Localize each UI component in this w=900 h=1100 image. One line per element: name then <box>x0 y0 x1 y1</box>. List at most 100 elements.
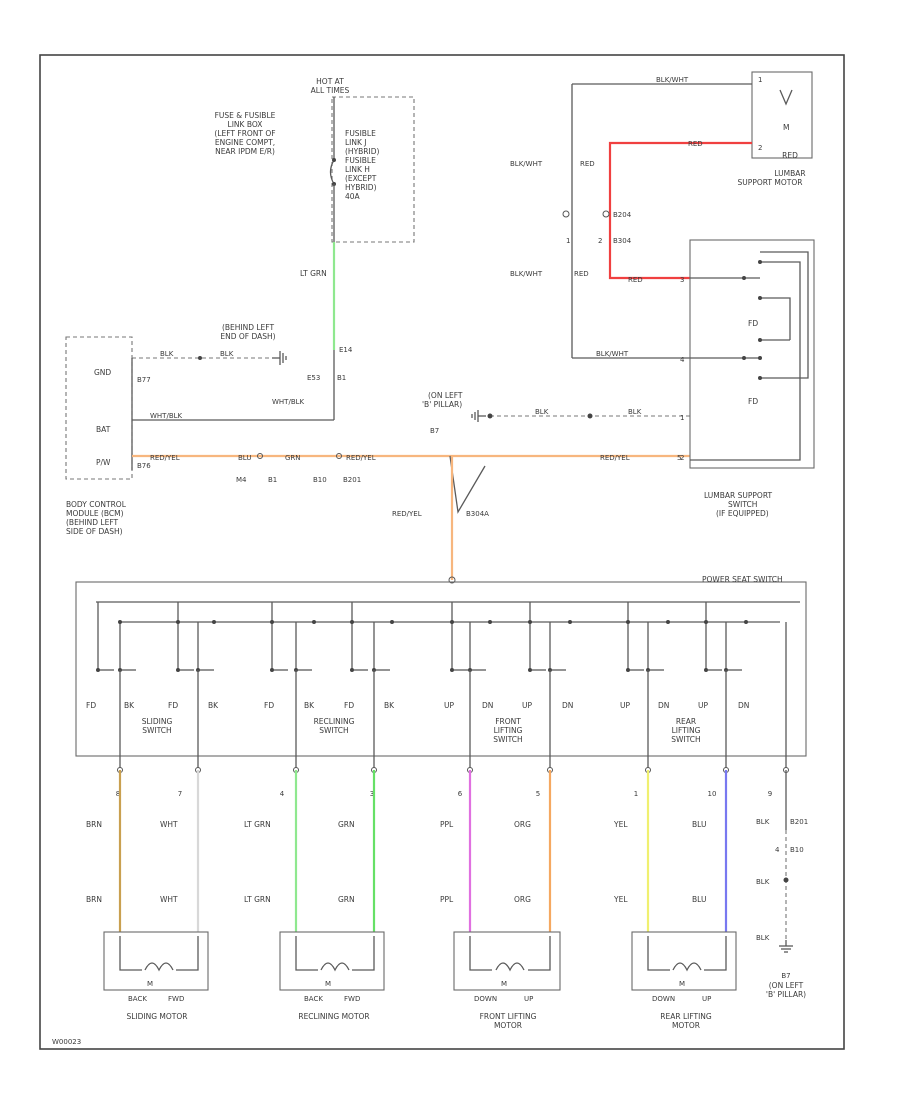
front-lifting-pos-3: UP <box>522 701 532 710</box>
motor-name-rear-lifting-1: REAR LIFTING <box>660 1012 712 1021</box>
fuse-link-dot-1 <box>332 158 336 162</box>
fuse-content-2: LINK J <box>345 138 367 147</box>
fuse-location-1: FUSE & FUSIBLE <box>215 111 276 120</box>
wire-label-wht-bottom: WHT <box>160 895 178 904</box>
motor-name-rear-lifting-2: MOTOR <box>672 1021 700 1030</box>
fuse-hot-label-1: HOT AT <box>316 77 344 86</box>
fuse-content-8: 40A <box>345 192 361 201</box>
pin-num-10: 10 <box>708 790 717 798</box>
bus-junction <box>270 620 274 624</box>
conn-b1: B1 <box>268 476 277 484</box>
ground-2: (ON LEFT 'B' PILLAR) B7 BLK BLK <box>422 391 690 435</box>
wire-label-bat-2: WHT/BLK <box>272 398 305 406</box>
wire-label-blu-top: BLU <box>692 820 706 829</box>
conn-m4: M4 <box>236 476 247 484</box>
motor-winding <box>672 962 702 972</box>
motor-dir-reclining-1: BACK <box>304 995 323 1003</box>
wire-label-blk-wht-left: BLK/WHT <box>510 160 543 168</box>
wire-label-grn-top: GRN <box>338 820 355 829</box>
fuse-content-1: FUSIBLE <box>345 129 376 138</box>
pin-num-6: 6 <box>458 790 463 798</box>
motor-box <box>631 931 737 991</box>
lumbar-motor-label-3: SUPPORT MOTOR <box>738 178 803 187</box>
power-seat-switch-outline <box>75 581 807 757</box>
bus-junction <box>312 620 316 624</box>
fuse-content-4: FUSIBLE <box>345 156 376 165</box>
wire-label-red-yel-1: RED/YEL <box>150 454 180 462</box>
reclining-switch-name-2: SWITCH <box>319 726 348 735</box>
pin-num-5: 5 <box>536 790 540 798</box>
front-lifting-switch-name-2: LIFTING <box>494 726 523 735</box>
switch-contact <box>704 668 708 672</box>
conn-marker-2 <box>336 453 342 459</box>
motor-lead-left <box>119 936 142 971</box>
wire-label-red-yel-right: RED/YEL <box>600 454 630 462</box>
wire-label-grn-bottom: GRN <box>338 895 355 904</box>
bcm-label-3: (BEHIND LEFT <box>66 518 119 527</box>
power-seat-input-connector <box>448 576 456 584</box>
seat-motors <box>103 931 737 991</box>
wire-label-brn-bottom: BRN <box>86 895 102 904</box>
rear-lifting-switch-name-2: LIFTING <box>672 726 701 735</box>
motor-wires <box>118 770 728 932</box>
motor-name-reclining: RECLINING MOTOR <box>298 1012 369 1021</box>
ground-3-pin: B7 <box>781 972 790 980</box>
motor-m-rear: M <box>679 980 685 988</box>
footer-code: W00023 <box>52 1038 81 1046</box>
ground-1-wire-label: BLK <box>160 350 174 358</box>
motor-dir-front-1: DOWN <box>474 995 497 1003</box>
ground-icon <box>272 351 287 365</box>
ground-3-wire-label: BLK <box>756 818 770 826</box>
wire-label-ppl-top: PPL <box>440 820 454 829</box>
conn-e53: E53 <box>307 374 320 382</box>
fuse-location-5: NEAR IPDM E/R) <box>215 147 275 156</box>
ground-3-label-2: 'B' PILLAR) <box>766 990 806 999</box>
motor-lead-right <box>704 936 727 971</box>
bus-junction <box>350 620 354 624</box>
bcm-module: GND BAT P/W B77 B76 BODY CONTROL MODULE … <box>65 336 334 536</box>
fuse-content-7: HYBRID) <box>345 183 377 192</box>
ground-3-conn-b10: B10 <box>790 846 804 854</box>
wire-label-blu-bottom: BLU <box>692 895 706 904</box>
lumbar-switch-pin-2: 4 <box>680 356 685 364</box>
lumbar-switch-contact-5 <box>758 376 762 380</box>
motor-m-sliding: M <box>147 980 153 988</box>
ground-3-label-1: (ON LEFT <box>769 981 804 990</box>
lumbar-switch-pin-1: 3 <box>680 276 684 284</box>
lumbar-switch-contact-6 <box>742 276 746 280</box>
bcm-pin-pw: P/W <box>96 458 111 467</box>
wire-jog <box>449 455 486 514</box>
wire-label-blk-wht-top: BLK/WHT <box>656 76 689 84</box>
motor-winding <box>495 962 525 972</box>
conn-e14: E14 <box>339 346 353 354</box>
wire-label-blu: BLU <box>238 454 251 462</box>
motor-winding <box>320 962 350 972</box>
power-seat-switch: POWER SEAT SWITCH FD BK FD BK SLIDING SW… <box>75 575 807 773</box>
lumbar-conn-b204: B204 <box>613 211 632 219</box>
pin-num-3: 3 <box>370 790 374 798</box>
wire-label-org-bottom: ORG <box>514 895 531 904</box>
bcm-pin-bat: BAT <box>96 425 111 434</box>
motor-dir-rear-2: UP <box>702 995 711 1003</box>
lumbar-switch-pos-2: FD <box>748 397 758 406</box>
ground-icon <box>779 940 793 953</box>
ground-2-splice-1 <box>487 413 493 419</box>
pin-num-9: 9 <box>768 790 772 798</box>
motor-dir-sliding-2: FWD <box>168 995 184 1003</box>
wire-label-grn-splice: GRN <box>285 454 301 462</box>
rear-lifting-switch-name-1: REAR <box>676 717 696 726</box>
motor-dir-sliding-1: BACK <box>128 995 147 1003</box>
lumbar-conn-b304: B304 <box>613 237 632 245</box>
front-lifting-switch-name-3: SWITCH <box>493 735 522 744</box>
ground-2-label-2: 'B' PILLAR) <box>422 400 462 409</box>
wire-red-lumbar <box>608 141 752 280</box>
front-lifting-pos-4: DN <box>562 701 573 710</box>
wire-label-red-top: RED <box>688 140 703 148</box>
fuse-box-outline <box>331 96 415 243</box>
bus-junction <box>568 620 572 624</box>
wire-label-brn-top: BRN <box>86 820 102 829</box>
sliding-pos-4: BK <box>208 701 219 710</box>
motor-winding <box>144 962 174 972</box>
wire-label-wht-top: WHT <box>160 820 178 829</box>
ground-3-conn-pin: 4 <box>775 846 780 854</box>
